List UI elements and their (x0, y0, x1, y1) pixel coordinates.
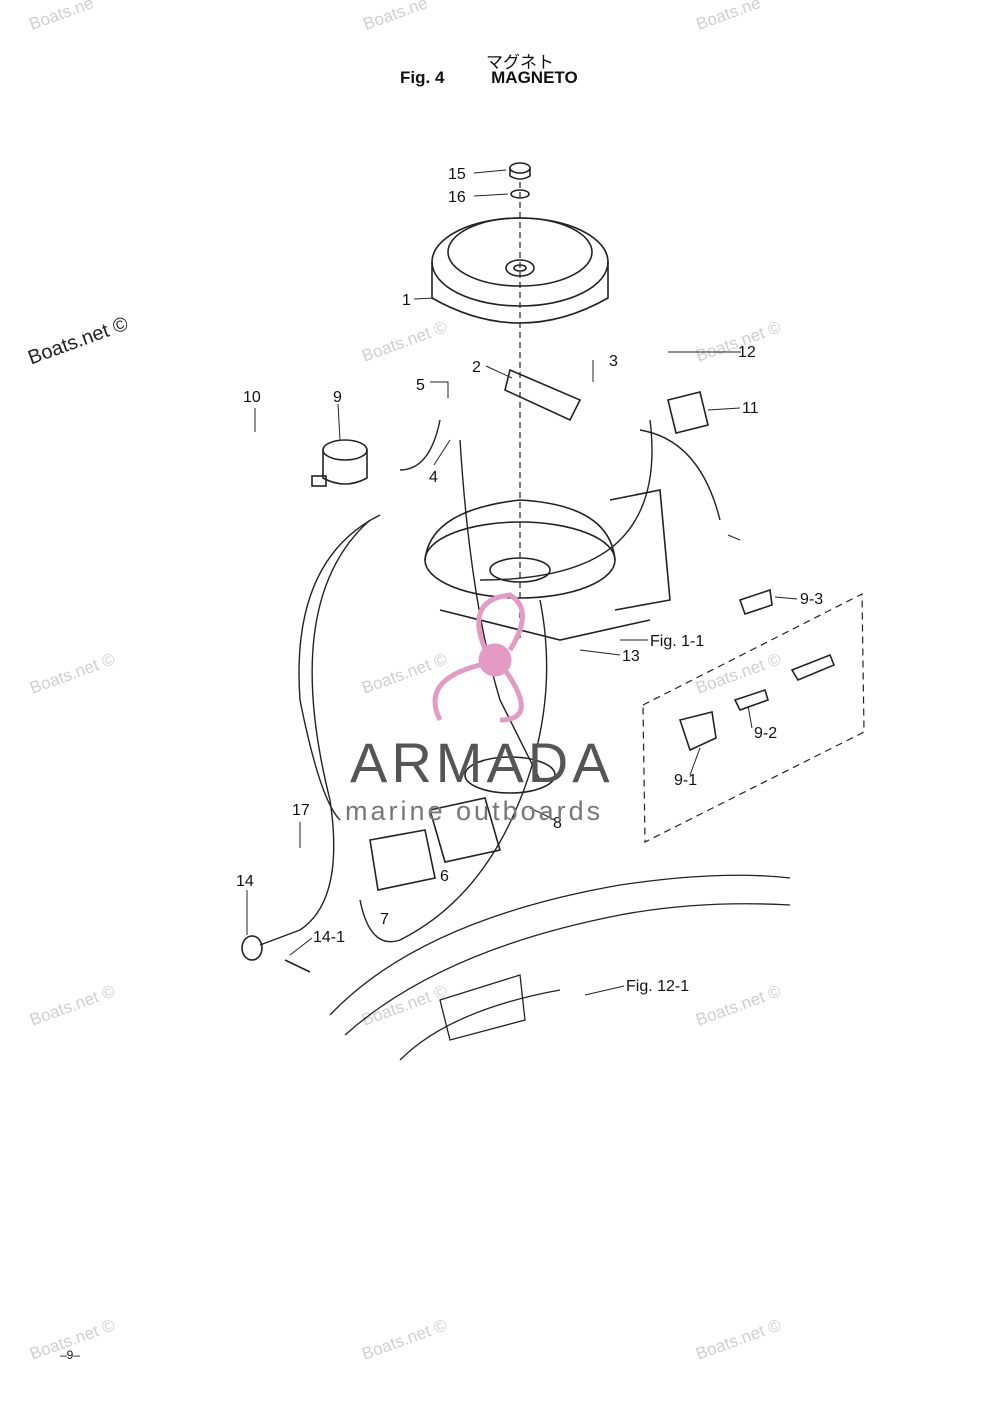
callout-17: 17 (292, 802, 310, 819)
callout-14: 14 (236, 873, 254, 890)
callout-1: 1 (402, 292, 411, 309)
title-japanese: マグネト (486, 53, 554, 73)
lower-housing (329, 874, 791, 1061)
callout-9-3: 9-3 (800, 591, 823, 608)
callout-5: 5 (416, 377, 425, 394)
ref-fig-12-1: Fig. 12-1 (626, 978, 689, 995)
brand-logo-icon (432, 592, 525, 723)
callout-2: 2 (472, 359, 481, 376)
callout-7: 7 (380, 911, 389, 928)
callout-11: 11 (742, 400, 759, 417)
figure-name: MAGNETO (491, 68, 578, 87)
callout-9-2: 9-2 (754, 725, 777, 742)
callout-4: 4 (429, 469, 438, 486)
module-part (667, 391, 709, 434)
callout-10: 10 (243, 389, 261, 406)
callout-3: 3 (609, 353, 618, 370)
bracket-part (504, 368, 582, 422)
callout-9-1: 9-1 (674, 772, 697, 789)
wiring-harness (259, 419, 721, 946)
callout-6: 6 (440, 868, 449, 885)
plug-cap-parts (678, 588, 836, 752)
figure-number: Fig. 4 (400, 68, 445, 87)
callout-12: 12 (738, 344, 756, 361)
callout-8: 8 (553, 815, 562, 832)
figure-title: Fig. 4 MAGNETO (400, 68, 578, 88)
stator-base-part (424, 489, 671, 641)
switch-part (241, 935, 311, 973)
callout-9: 9 (333, 389, 342, 406)
callout-13: 13 (622, 648, 640, 665)
page-number: –9– (60, 1348, 81, 1362)
ignition-coil-part (311, 439, 368, 487)
detail-box (642, 593, 865, 843)
callout-16: 16 (448, 189, 466, 206)
brand-tagline: marine outboards (345, 796, 604, 826)
ref-fig-1-1: Fig. 1-1 (650, 633, 704, 650)
callout-14-1: 14-1 (313, 929, 345, 946)
brand-name: ARMADA (350, 731, 614, 794)
cdi-unit-part (369, 756, 556, 891)
leader-lines (246, 169, 798, 996)
callout-15: 15 (448, 166, 466, 183)
